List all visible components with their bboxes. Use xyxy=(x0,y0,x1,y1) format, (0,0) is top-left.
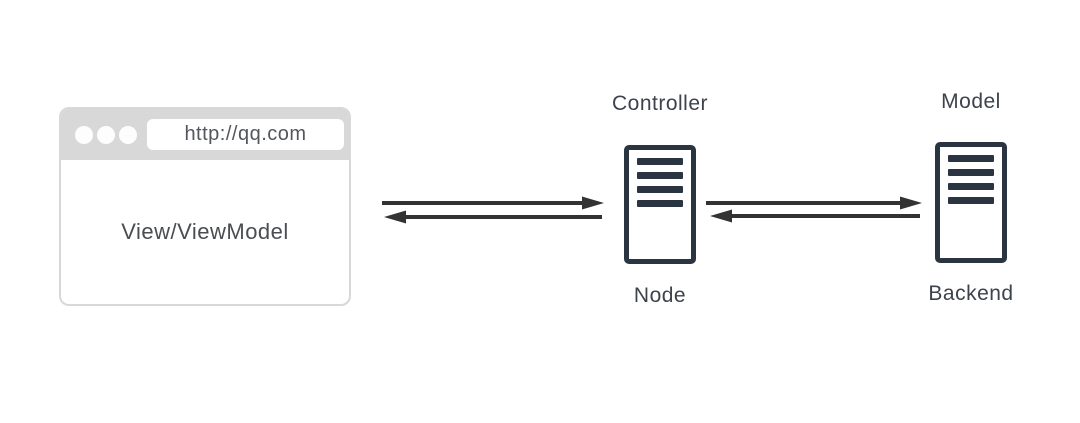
node-server-icon xyxy=(624,145,696,264)
window-control-dot xyxy=(119,125,137,144)
arrow-left-icon xyxy=(710,209,920,223)
node-label: Node xyxy=(633,284,687,307)
server-slot-bar xyxy=(948,155,994,162)
window-control-dot xyxy=(97,125,115,144)
model-label: Model xyxy=(941,90,1001,113)
server-slot-bar xyxy=(948,183,994,190)
backend-label: Backend xyxy=(928,282,1014,305)
server-slot-bar xyxy=(637,158,683,165)
server-slot-bar xyxy=(637,186,683,193)
browser-window: http://qq.com View/ViewModel xyxy=(59,107,351,306)
server-slot-bar xyxy=(948,169,994,176)
arrow-right-icon xyxy=(382,196,604,210)
browser-titlebar: http://qq.com xyxy=(61,109,349,160)
server-slot-bar xyxy=(637,172,683,179)
address-bar: http://qq.com xyxy=(147,119,344,150)
window-controls xyxy=(75,125,137,144)
arrow-right-icon xyxy=(706,196,922,210)
url-text: http://qq.com xyxy=(184,123,307,145)
window-control-dot xyxy=(75,125,93,144)
browser-body: View/ViewModel xyxy=(61,160,349,304)
view-viewmodel-label: View/ViewModel xyxy=(121,219,289,244)
controller-label: Controller xyxy=(611,92,709,115)
server-slot-bar xyxy=(637,200,683,207)
backend-server-icon xyxy=(935,142,1007,263)
arrow-left-icon xyxy=(384,210,602,224)
server-slot-bar xyxy=(948,197,994,204)
node-backend-arrows xyxy=(706,196,922,223)
browser-node-arrows xyxy=(382,196,604,224)
